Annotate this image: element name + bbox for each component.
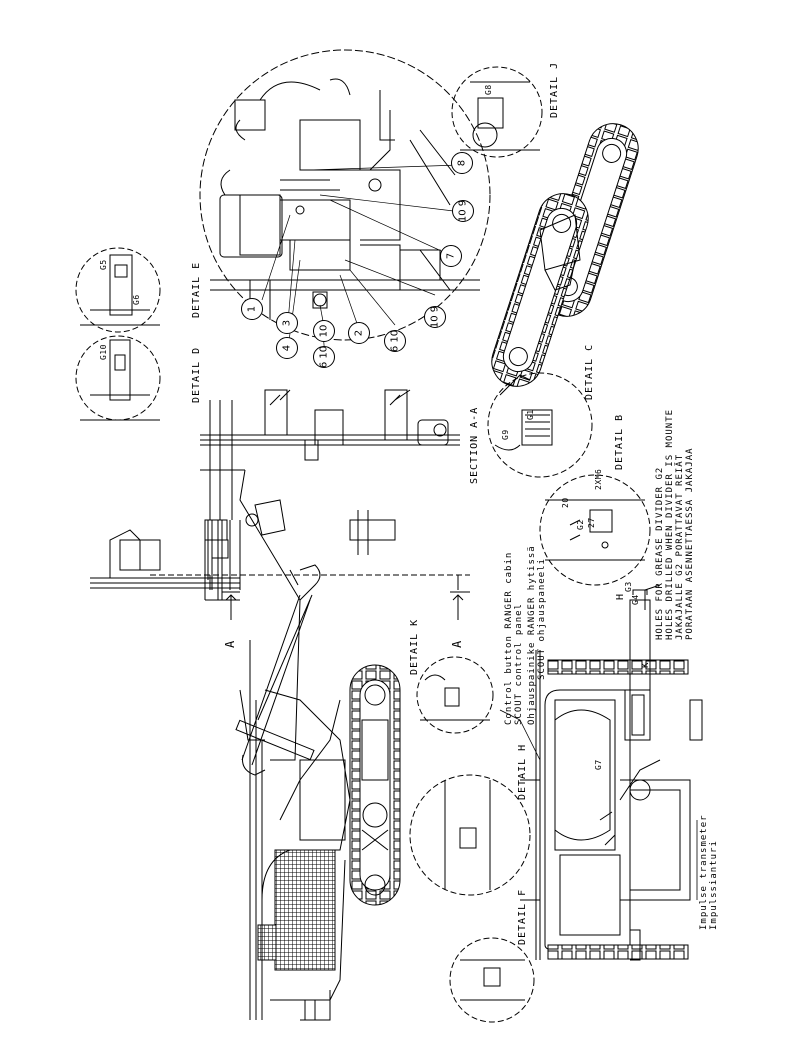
detail-c-tracks (491, 123, 639, 387)
marker-k: K (641, 661, 651, 668)
detail-e-circle (199, 49, 491, 341)
holes-text-4: PORATAAN ASENNETTAESSA JAKAJAA (685, 447, 695, 640)
detail-h-circle (409, 774, 531, 896)
section-aa-view (200, 389, 460, 461)
section-aa-label: SECTION A-A (469, 406, 480, 484)
callout-bubble: 7 (440, 245, 462, 267)
detail-f-label: DETAIL F (517, 888, 528, 945)
tag-g7: G7 (594, 759, 603, 770)
callout-bubble: 10 (313, 320, 335, 342)
detail-k-label: DETAIL K (409, 618, 420, 675)
detail-f-circle (449, 937, 535, 1023)
rig-side-view (90, 400, 470, 1021)
tag-27: 27 (587, 517, 596, 528)
section-marker-left: A (223, 640, 237, 648)
detail-h-label: DETAIL H (517, 743, 528, 800)
callout-bubble: 10 9 (452, 200, 474, 222)
detail-g-circle (487, 372, 593, 478)
tag-g3: G3 (624, 581, 633, 592)
callout-bubble: 6 10 (384, 330, 406, 352)
holes-text-1: HOLES FOR GREASE DIVIDER G2 (655, 466, 665, 640)
tag-g5: G5 (99, 259, 108, 270)
control-button-text-3: Ohjauspainike RANGER hytissä (527, 545, 537, 725)
tag-20: 20 (561, 497, 570, 508)
tag-g8: G8 (484, 84, 493, 95)
detail-e-small-circle (75, 247, 161, 333)
tag-g4: G4 (631, 594, 640, 605)
detail-k-circle (416, 656, 494, 734)
section-marker-right: A (450, 640, 464, 648)
detail-b-label: DETAIL B (614, 413, 625, 470)
detail-e-label: DETAIL E (191, 261, 202, 318)
control-button-text-2: SCOUT control panel (514, 603, 524, 725)
callout-bubble: 10 9 (424, 306, 446, 328)
tag-2xm6: 2XM6 (594, 468, 603, 490)
detail-d-label: DETAIL D (191, 346, 202, 403)
tag-g9: G9 (501, 429, 510, 440)
control-button-text-4: SCOUT ohjauspaneeli (537, 558, 547, 680)
callout-bubble: 4 (276, 337, 298, 359)
callout-bubble: 1 (241, 298, 263, 320)
callout-bubble: 8 (451, 152, 473, 174)
tag-g10: G10 (99, 344, 108, 360)
holes-text-2: HOLES DRILLED WHEN DIVIDER IS MOUNTE (665, 408, 675, 640)
tag-g6: G6 (132, 294, 141, 305)
impulse-text-1: Impulse transmeter (699, 814, 709, 930)
holes-text-3: JAKAJALLE G2 PORATTAVAT REIÄT (675, 453, 685, 640)
callout-bubble: 2 (348, 322, 370, 344)
callout-bubble: 6 10 (313, 346, 335, 368)
callout-leaders (261, 164, 463, 358)
marker-h: H (615, 592, 626, 600)
detail-d-circle (75, 335, 161, 421)
detail-c-label: DETAIL C (584, 343, 595, 400)
impulse-text-2: Impulssianturi (709, 840, 719, 930)
detail-j-circle (451, 66, 543, 158)
callout-bubble: 3 (276, 312, 298, 334)
rig-top-view (520, 584, 703, 961)
control-button-text-1: Control button RANGER cabin (504, 551, 514, 725)
control-button-leader (499, 709, 541, 761)
tag-g1: G1 (526, 409, 535, 420)
detail-j-label: DETAIL J (549, 61, 560, 118)
detail-b-circle (539, 474, 651, 586)
tag-g2: G2 (576, 519, 585, 530)
